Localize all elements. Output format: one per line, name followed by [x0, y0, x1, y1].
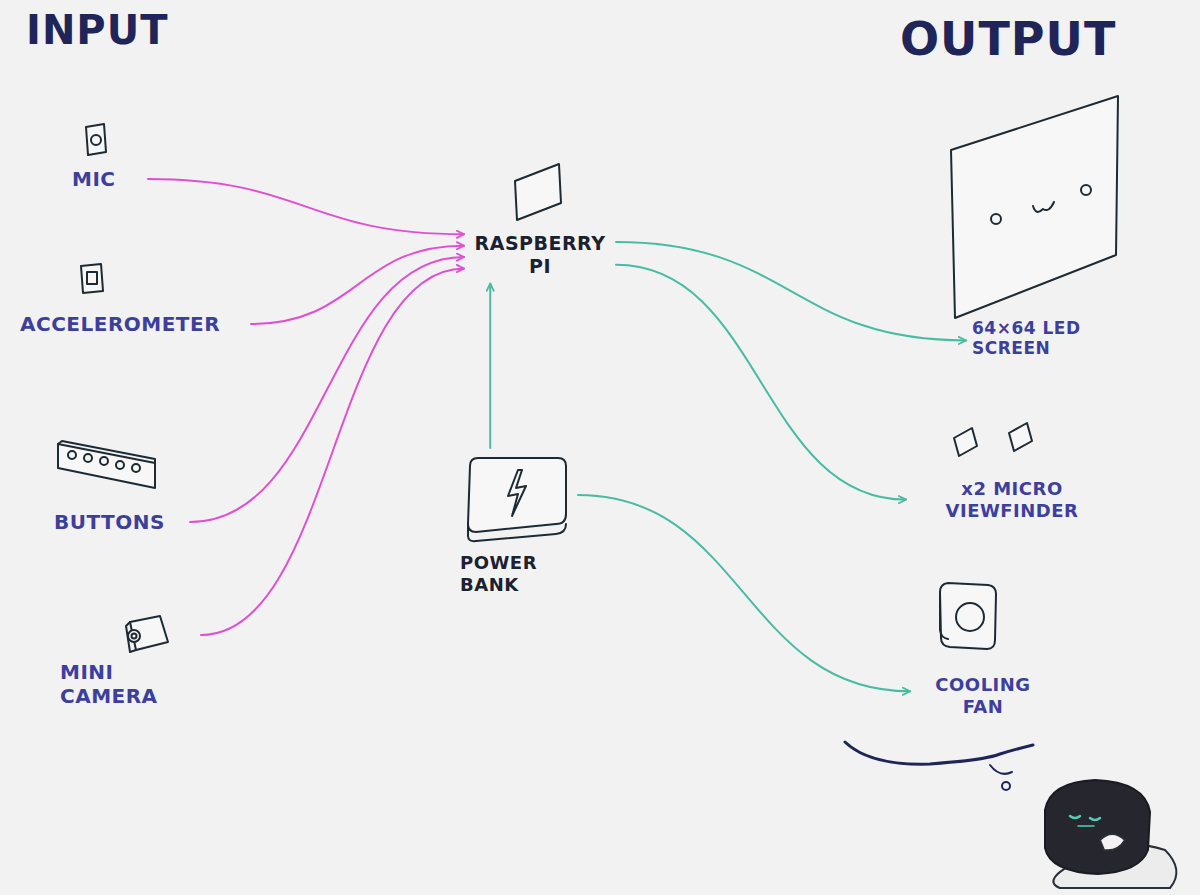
output-label: COOLING FAN — [916, 674, 1050, 717]
input-label: MINI CAMERA — [60, 612, 195, 708]
power-label: POWER BANK — [460, 452, 572, 595]
mic-icon — [86, 124, 106, 155]
output-wire — [489, 284, 491, 448]
input-wire — [148, 179, 464, 234]
led-screen-icon — [951, 96, 1118, 318]
controller-label: RASPBERRY PI — [470, 232, 610, 278]
component-name: RASPBERRY PI — [470, 232, 610, 278]
output-wire — [578, 495, 910, 691]
viewfinder-icon — [954, 423, 1032, 456]
component-name: MIC — [72, 167, 142, 191]
output-wire — [616, 242, 966, 340]
input-wire — [201, 268, 464, 635]
fan-icon — [940, 583, 996, 649]
component-name: POWER BANK — [460, 552, 572, 595]
section-heading: OUTPUT — [900, 14, 1116, 65]
battery-icon — [460, 452, 572, 548]
output-label: 64×64 LED SCREEN — [972, 318, 1112, 359]
input-label: ACCELEROMETER — [20, 312, 245, 336]
doodle — [845, 742, 1176, 888]
component-name: COOLING FAN — [916, 674, 1050, 717]
raspberry-pi-icon — [515, 164, 561, 220]
output-label: x2 MICRO VIEWFINDER — [912, 478, 1112, 521]
component-name: 64×64 LED SCREEN — [972, 318, 1112, 359]
section-heading: INPUT — [26, 8, 168, 52]
output-wire — [616, 265, 906, 500]
component-name: MINI CAMERA — [60, 660, 195, 708]
component-name: BUTTONS — [54, 510, 184, 534]
camera-icon — [60, 612, 195, 660]
input-label: BUTTONS — [54, 510, 184, 534]
input-wire — [190, 257, 464, 522]
buttons-icon — [58, 441, 155, 488]
accelerometer-icon — [81, 264, 103, 293]
input-wire — [251, 246, 464, 324]
component-name: ACCELEROMETER — [20, 312, 245, 336]
component-name: x2 MICRO VIEWFINDER — [912, 478, 1112, 521]
input-label: MIC — [72, 167, 142, 191]
